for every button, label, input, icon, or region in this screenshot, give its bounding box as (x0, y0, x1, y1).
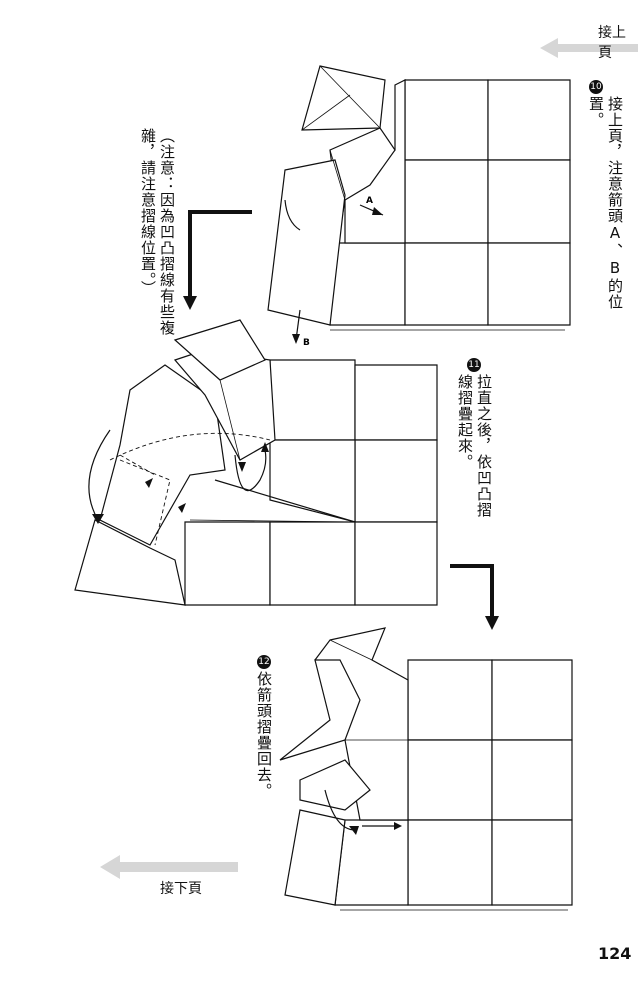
continue-to-next-label: 接下頁 (160, 881, 202, 897)
step-12: 12 依箭頭摺疊回去。 (254, 655, 273, 811)
flow-arrow-2 (450, 564, 499, 630)
step-12-diagram (279, 627, 573, 911)
step-11: 11 拉直之後，依凹凸摺線摺疊起來。 (455, 358, 493, 524)
continue-from-previous: 接上頁 (540, 22, 638, 61)
step-11-text: 拉直之後，依凹凸摺線摺疊起來。 (456, 374, 493, 518)
step-10: 10 接上頁，注意箭頭A、B的位置。 (586, 80, 624, 326)
note-text: （注意：因為凹凸摺線有些複雜，請注意摺線位置。） (139, 128, 176, 336)
step-10-number: 10 (589, 80, 603, 94)
step-10-text: 接上頁，注意箭頭A、B的位置。 (587, 96, 624, 310)
continue-to-next: 接下頁 (100, 852, 240, 897)
flow-arrow-1 (183, 210, 252, 310)
continue-from-previous-label: 接上頁 (598, 25, 626, 61)
step-11-diagram (74, 319, 438, 606)
page-number: 124 (598, 944, 632, 963)
left-arrow-icon (540, 38, 638, 58)
step-10-diagram: A B (267, 65, 571, 348)
step-12-text: 依箭頭摺疊回去。 (255, 671, 273, 799)
arrow-b-label: B (303, 338, 310, 348)
step-11-number: 11 (467, 358, 481, 372)
arrow-a-label: A (366, 196, 373, 206)
left-arrow-icon (100, 855, 238, 879)
step-12-number: 12 (257, 655, 271, 669)
